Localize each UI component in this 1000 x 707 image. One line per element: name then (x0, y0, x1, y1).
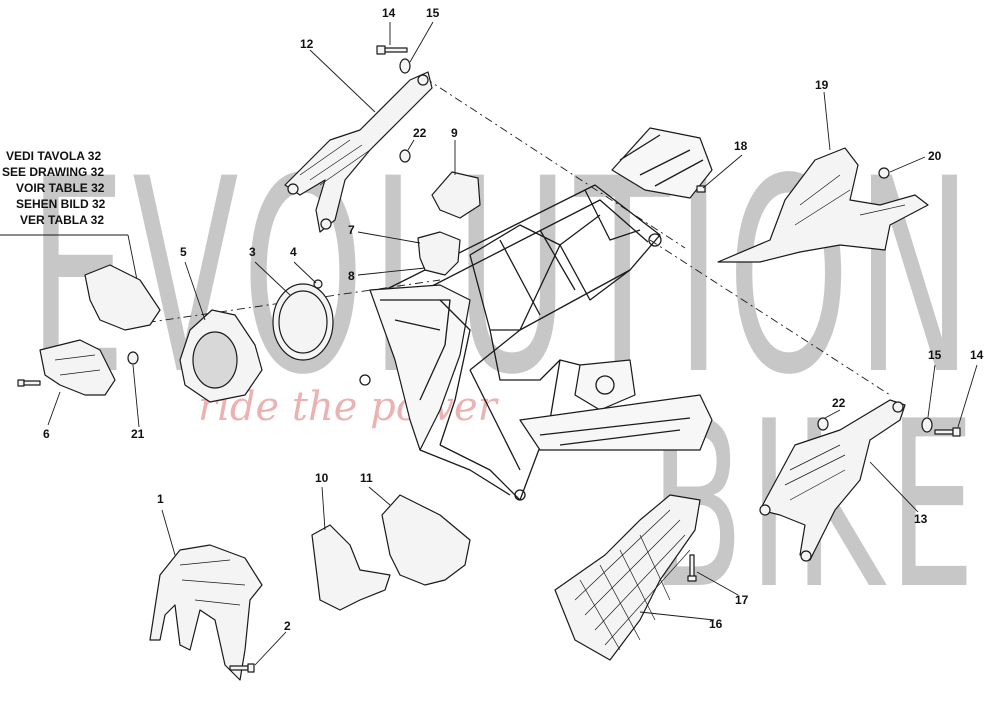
callout-20: 20 (928, 149, 942, 163)
main-frame (359, 127, 713, 501)
clip-icon (696, 185, 706, 193)
callout-1: 1 (157, 492, 164, 506)
callout-8: 8 (348, 269, 355, 283)
reference-note-line: VOIR TABLE 32 (16, 181, 105, 195)
screw-icon (687, 554, 697, 582)
part-19-rear-mudguard (717, 147, 929, 263)
callout-11: 11 (360, 471, 373, 485)
callout-3: 3 (249, 245, 256, 259)
part-13-right-frame-plate (759, 399, 906, 562)
part-11-side-cover (381, 494, 471, 586)
callout-9: 9 (451, 126, 458, 140)
callout-10: 10 (315, 471, 329, 485)
nut-icon (817, 417, 829, 431)
reference-bracket (84, 264, 161, 331)
bolt-icon (229, 663, 255, 673)
screw-icon (313, 279, 323, 289)
callouts: 1 2 3 4 5 6 7 8 9 10 11 12 13 14 15 16 1… (43, 6, 984, 633)
part-6-front-cover (39, 339, 116, 396)
callout-18: 18 (734, 139, 748, 153)
nut-icon (399, 149, 411, 163)
part-1-front-fairing (149, 544, 263, 681)
part-3-headlight-ring (272, 283, 334, 361)
callout-14: 14 (382, 6, 396, 20)
reference-note-line: VEDI TAVOLA 32 (6, 149, 101, 163)
callout-5: 5 (180, 245, 187, 259)
callout-12: 12 (300, 37, 314, 51)
callout-21: 21 (131, 427, 145, 441)
callout-22: 22 (413, 126, 427, 140)
callout-2: 2 (284, 619, 291, 633)
callout-15: 15 (928, 348, 942, 362)
reference-note-line: SEHEN BILD 32 (16, 197, 106, 211)
reference-note: VEDI TAVOLA 32 SEE DRAWING 32 VOIR TABLE… (0, 149, 141, 296)
callout-15: 15 (426, 6, 440, 20)
callout-22: 22 (832, 396, 846, 410)
part-7-bracket (417, 231, 461, 276)
part-12-left-frame-plate (284, 71, 433, 233)
washer-icon (399, 58, 411, 74)
callout-17: 17 (735, 593, 749, 607)
callout-7: 7 (348, 223, 355, 237)
callout-14: 14 (970, 348, 984, 362)
part-5-headlight-cover (179, 309, 263, 403)
fasteners (17, 45, 961, 673)
part-9-bracket (431, 171, 481, 219)
washer-icon (921, 417, 933, 433)
bolt-icon (934, 427, 961, 437)
screw-icon (878, 167, 890, 179)
part-10-side-cover (311, 524, 391, 611)
bolt-icon (376, 45, 408, 55)
callout-6: 6 (43, 427, 50, 441)
nut-icon (127, 351, 139, 365)
callout-16: 16 (709, 617, 723, 631)
bolt-icon (17, 379, 41, 387)
part-16-rear-undertray (554, 494, 701, 661)
leader-lines (47, 21, 978, 666)
callout-4: 4 (290, 245, 297, 259)
reference-note-line: VER TABLA 32 (20, 213, 104, 227)
callout-13: 13 (914, 512, 928, 526)
callout-19: 19 (815, 78, 829, 92)
reference-note-line: SEE DRAWING 32 (2, 165, 104, 179)
watermark-slogan: ride the power (198, 384, 500, 430)
